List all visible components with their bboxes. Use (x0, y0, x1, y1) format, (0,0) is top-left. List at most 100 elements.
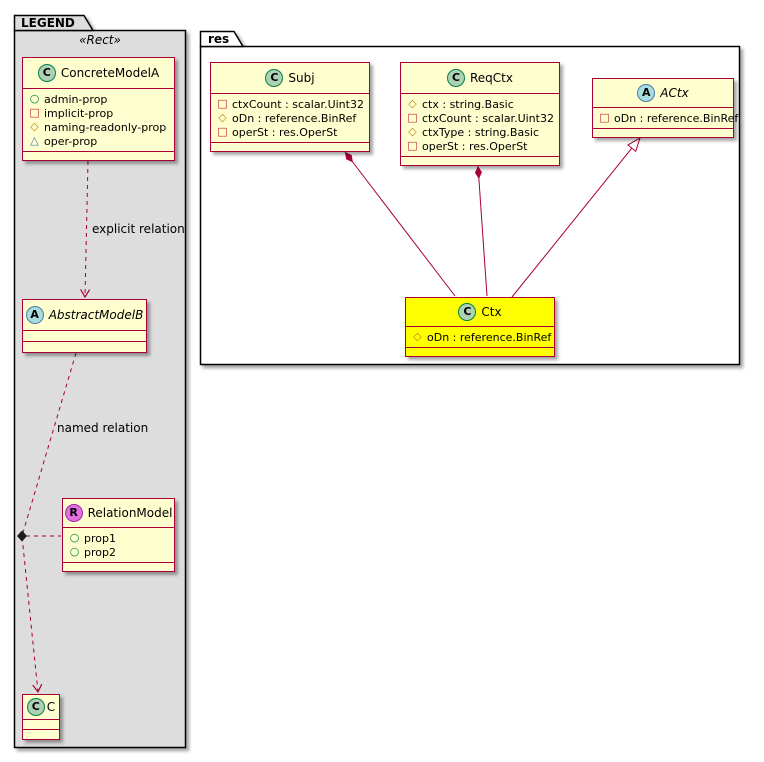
class-header: C Subj (211, 63, 369, 94)
property-label: implicit-prop (44, 106, 114, 120)
class-c: C C (22, 694, 60, 740)
private-visibility-icon (406, 111, 419, 125)
property-label: ctx : string.Basic (422, 97, 514, 111)
class-methods-empty (63, 563, 174, 571)
class-spot-icon: C (447, 69, 465, 87)
class-methods-empty (211, 143, 369, 151)
property-row: ctxCount : scalar.Uint32 (401, 111, 559, 125)
class-fields-empty (23, 720, 59, 730)
class-name: ReqCtx (470, 71, 513, 85)
class-relationmodel: R RelationModel prop1 prop2 (62, 498, 175, 572)
class-name: AbstractModelB (48, 308, 144, 322)
property-label: operSt : res.OperSt (422, 139, 528, 153)
abstract-spot-icon: A (25, 306, 44, 324)
class-fields: ctx : string.Basic ctxCount : scalar.Uin… (401, 94, 559, 157)
property-label: oDn : reference.BinRef (427, 330, 552, 344)
class-methods-empty (23, 152, 174, 160)
class-fields-empty (23, 331, 146, 342)
property-row: operSt : res.OperSt (401, 139, 559, 153)
class-header: C ReqCtx (401, 63, 559, 94)
class-abstractmodelb: A AbstractModelB (22, 299, 147, 353)
class-fields: admin-prop implicit-prop naming-readonly… (23, 89, 174, 152)
property-row: oDn : reference.BinRef (211, 111, 369, 125)
class-methods-empty (593, 129, 733, 137)
relation-junction-diamond-icon (17, 530, 27, 542)
class-name: Subj (288, 71, 315, 85)
private-visibility-icon (28, 106, 41, 120)
class-header: R RelationModel (63, 499, 174, 528)
class-spot-icon: C (26, 698, 45, 716)
class-name: RelationModel (87, 506, 173, 520)
class-fields: ctxCount : scalar.Uint32 oDn : reference… (211, 94, 369, 143)
protected-visibility-icon (406, 97, 419, 111)
edge-generalization-ctx-actx (511, 136, 641, 298)
class-ctx: C Ctx oDn : reference.BinRef (405, 297, 555, 357)
class-methods-empty (23, 342, 146, 352)
package-res-tab (199, 30, 245, 48)
property-label: prop1 (84, 531, 116, 545)
property-label: naming-readonly-prop (44, 120, 167, 134)
property-label: ctxCount : scalar.Uint32 (422, 111, 554, 125)
class-name: ConcreteModelA (60, 66, 160, 80)
legend-stereotype: «Rect» (79, 33, 121, 47)
class-subj: C Subj ctxCount : scalar.Uint32 oDn : re… (210, 62, 370, 152)
class-header: C C (23, 695, 59, 720)
package-legend-tab (13, 14, 95, 32)
property-row: operSt : res.OperSt (211, 125, 369, 139)
property-label: admin-prop (44, 92, 108, 106)
package-legend-title: LEGEND (21, 16, 75, 30)
class-header: A AbstractModelB (23, 300, 146, 331)
class-fields: prop1 prop2 (63, 528, 174, 563)
property-label: ctxType : string.Basic (422, 125, 540, 139)
edge-composition-reqctx-ctx (474, 165, 488, 297)
property-label: oDn : reference.BinRef (232, 111, 357, 125)
property-label: ctxCount : scalar.Uint32 (232, 97, 364, 111)
class-reqctx: C ReqCtx ctx : string.Basic ctxCount : s… (400, 62, 560, 166)
property-row: admin-prop (23, 92, 174, 106)
private-visibility-icon (598, 111, 611, 125)
property-row: ctxCount : scalar.Uint32 (211, 97, 369, 111)
property-label: oDn : reference.BinRef (614, 111, 739, 125)
private-visibility-icon (216, 97, 229, 111)
property-row: ctxType : string.Basic (401, 125, 559, 139)
public-visibility-icon (68, 545, 81, 559)
class-spot-icon: C (265, 69, 284, 87)
property-row: oDn : reference.BinRef (593, 111, 738, 125)
property-row: oDn : reference.BinRef (406, 330, 554, 344)
property-label: prop2 (84, 545, 116, 559)
class-header: A ACtx (593, 79, 733, 108)
class-concretemodela: C ConcreteModelA admin-prop implicit-pro… (22, 57, 175, 161)
relation-spot-icon: R (64, 504, 83, 522)
private-visibility-icon (216, 125, 229, 139)
edge-explicit-relation (85, 160, 88, 297)
class-name: ACtx (660, 86, 689, 100)
class-header: C ConcreteModelA (23, 58, 174, 89)
class-header: C Ctx (406, 298, 554, 327)
class-spot-icon: C (458, 303, 477, 321)
class-spot-icon: C (37, 64, 56, 82)
edge-label-named-relation: named relation (57, 421, 149, 435)
property-row: naming-readonly-prop (23, 120, 174, 134)
package-visibility-icon (28, 134, 41, 148)
property-label: oper-prop (44, 134, 98, 148)
class-methods-empty (401, 157, 559, 165)
property-row: oper-prop (23, 134, 174, 148)
abstract-spot-icon: A (637, 84, 656, 102)
property-label: operSt : res.OperSt (232, 125, 338, 139)
edge-label-explicit-relation: explicit relation (92, 222, 185, 236)
class-name: C (46, 700, 56, 714)
package-res-title: res (208, 32, 230, 46)
class-actx: A ACtx oDn : reference.BinRef (592, 78, 738, 138)
class-fields: oDn : reference.BinRef (593, 108, 738, 129)
protected-visibility-icon (28, 120, 41, 134)
property-row: implicit-prop (23, 106, 174, 120)
protected-visibility-icon (216, 111, 229, 125)
property-row: prop1 (63, 531, 174, 545)
protected-visibility-icon (406, 125, 419, 139)
private-visibility-icon (406, 139, 419, 153)
class-methods-empty (406, 348, 554, 356)
property-row: ctx : string.Basic (401, 97, 559, 111)
class-name: Ctx (481, 305, 502, 319)
class-fields: oDn : reference.BinRef (406, 327, 554, 348)
